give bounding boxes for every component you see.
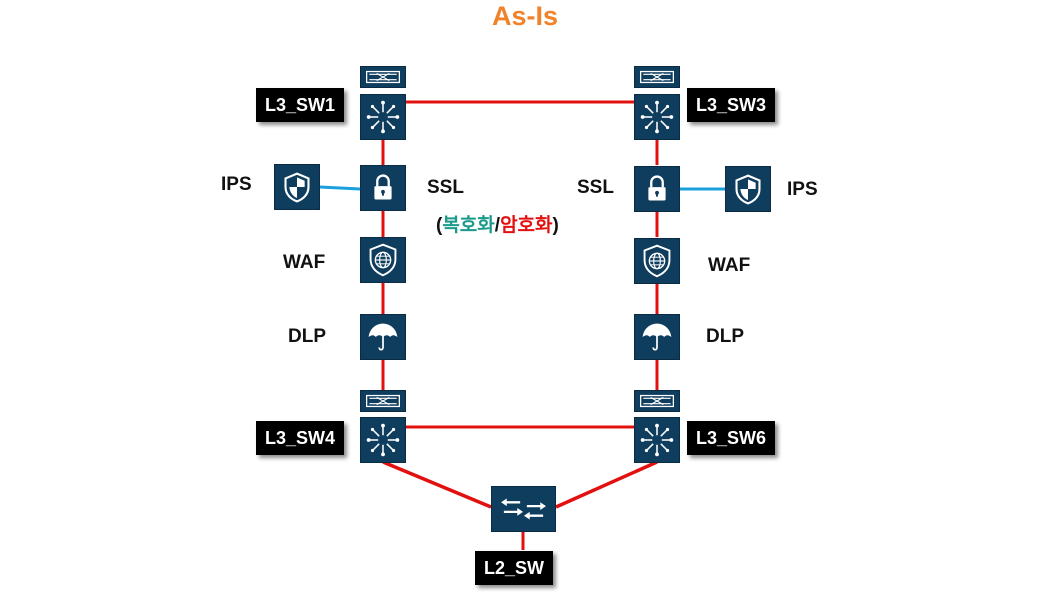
ssl-note-encrypt: 암호화 bbox=[500, 215, 553, 236]
link-sw6-l2 bbox=[555, 460, 658, 509]
switch-cap-icon bbox=[360, 390, 406, 412]
link-ips-ssl-left bbox=[319, 185, 361, 191]
umbrella-icon bbox=[634, 314, 680, 360]
ips-right-label: IPS bbox=[787, 179, 818, 200]
ssl-left-label: SSL bbox=[427, 177, 464, 198]
l2-sw-label: L2_SW bbox=[475, 551, 554, 585]
link-sw4-l2 bbox=[382, 460, 492, 509]
web-shield-icon bbox=[634, 238, 680, 284]
l3-sw3-label: L3_SW3 bbox=[687, 88, 776, 122]
waf-right-label: WAF bbox=[708, 255, 751, 276]
shield-icon bbox=[274, 164, 320, 210]
dlp-right-label: DLP bbox=[706, 326, 744, 347]
multilayer-switch-icon bbox=[634, 94, 680, 140]
lock-icon bbox=[360, 165, 406, 211]
ssl-note-decrypt: 복호화 bbox=[442, 215, 495, 236]
ips-left-label: IPS bbox=[221, 174, 252, 195]
waf-left-label: WAF bbox=[283, 252, 326, 273]
page-title: As-Is bbox=[491, 1, 559, 31]
l3-sw6-label: L3_SW6 bbox=[687, 421, 776, 455]
multilayer-switch-icon bbox=[360, 94, 406, 140]
multilayer-switch-icon bbox=[360, 417, 406, 463]
umbrella-icon bbox=[360, 314, 406, 360]
switch-cap-icon bbox=[360, 66, 406, 88]
multilayer-switch-icon bbox=[634, 417, 680, 463]
dlp-left-label: DLP bbox=[288, 326, 326, 347]
ssl-note: (복호화/암호화) bbox=[436, 210, 559, 237]
ssl-note-open: ( bbox=[436, 215, 443, 236]
l2-switch-icon bbox=[491, 486, 556, 532]
ssl-right-label: SSL bbox=[577, 177, 614, 198]
web-shield-icon bbox=[360, 237, 406, 283]
ssl-note-slash: / bbox=[494, 215, 501, 236]
shield-icon bbox=[725, 166, 771, 212]
switch-cap-icon bbox=[634, 390, 680, 412]
switch-cap-icon bbox=[634, 66, 680, 88]
lock-icon bbox=[634, 166, 680, 212]
ssl-note-close: ) bbox=[552, 215, 559, 236]
l3-sw4-label: L3_SW4 bbox=[256, 421, 345, 455]
l3-sw1-label: L3_SW1 bbox=[256, 88, 345, 122]
